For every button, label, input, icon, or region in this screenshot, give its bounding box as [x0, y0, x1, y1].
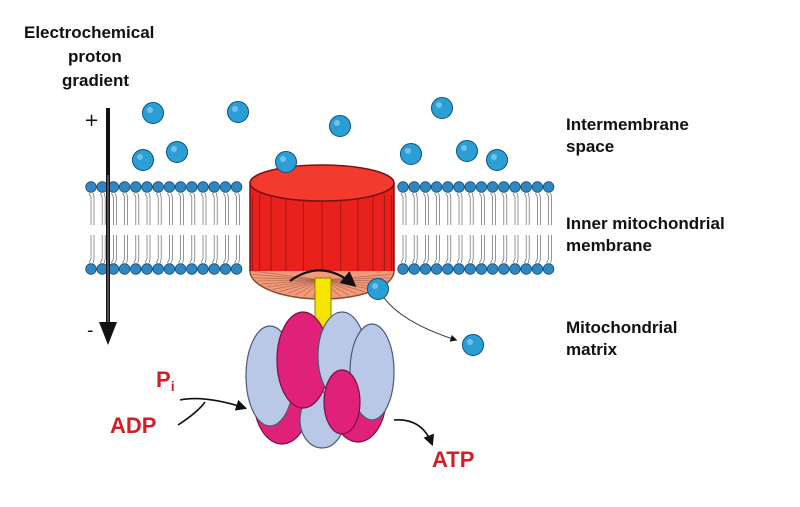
lipid-head	[486, 263, 499, 275]
lipid-head	[96, 181, 108, 193]
lipid-head	[531, 263, 544, 275]
proton-circle-icon	[275, 151, 297, 173]
lipid-head	[174, 181, 187, 193]
lipid-head	[197, 263, 209, 275]
gradient-label-line1: Electrochemical	[24, 23, 155, 42]
lipid-head	[453, 181, 465, 193]
lipid-head	[174, 263, 187, 275]
proton-circle-icon	[462, 334, 484, 356]
pi-arrow	[179, 397, 248, 411]
protons	[132, 97, 508, 356]
proton-exit-arrow	[381, 294, 458, 342]
proton-circle-icon	[227, 101, 249, 123]
matrix-label-line1: Mitochondrial	[566, 318, 678, 337]
lipid-head	[430, 263, 443, 275]
lipid-head	[408, 181, 420, 193]
lipid-head	[542, 181, 555, 193]
lipid-head	[464, 181, 476, 193]
lipid-head	[498, 181, 510, 193]
lipid-head	[208, 263, 220, 275]
lipid-head	[542, 263, 555, 275]
adp-label: ADP	[110, 413, 157, 438]
membrane-label-line1: Inner mitochondrial	[566, 214, 725, 233]
phosphate-main: P	[156, 367, 171, 392]
gradient-arrow-icon	[99, 108, 117, 345]
lipid-head	[509, 263, 521, 275]
lipid-head	[130, 181, 142, 193]
phosphate-label: Pi	[156, 368, 175, 398]
proton-circle-icon	[431, 97, 453, 119]
gradient-plus-sign: +	[84, 110, 100, 131]
proton-circle-icon	[132, 149, 154, 171]
lipid-head	[486, 181, 499, 193]
lipid-head	[186, 181, 198, 193]
lipid-head	[163, 181, 176, 193]
lipid-head	[208, 181, 220, 193]
lipid-heads	[85, 181, 555, 275]
proton-circle-icon	[456, 140, 478, 162]
lipid-head	[163, 263, 176, 275]
gradient-label-line2: proton	[68, 47, 122, 66]
proton-circle-icon	[329, 115, 351, 137]
intermembrane-label-line1: Intermembrane	[566, 115, 689, 134]
lipid-head	[419, 181, 432, 193]
lipid-head	[430, 181, 443, 193]
lipid-head	[442, 263, 454, 275]
lipid-head	[219, 263, 232, 275]
lipid-head	[152, 263, 164, 275]
lipid-head	[520, 263, 532, 275]
lipid-head	[130, 263, 142, 275]
lipid-head	[498, 263, 510, 275]
lipid-head	[408, 263, 420, 275]
membrane-label-line2: membrane	[566, 236, 652, 255]
lipid-head	[453, 263, 465, 275]
adp-arrow	[177, 401, 206, 426]
lipid-head	[230, 181, 243, 193]
lipid-head	[141, 263, 153, 275]
lipid-head	[442, 181, 454, 193]
lipid-head	[475, 181, 488, 193]
atp-arrow	[393, 419, 435, 447]
lipid-head	[419, 263, 432, 275]
lipid-head	[464, 263, 476, 275]
lipid-head	[197, 181, 209, 193]
lipid-head	[230, 263, 243, 275]
lipid-head	[509, 181, 521, 193]
intermembrane-label-line2: space	[566, 137, 615, 156]
proton-circle-icon	[142, 102, 164, 124]
matrix-label-line2: matrix	[566, 340, 618, 359]
phosphate-subscript: i	[170, 378, 175, 394]
lipid-head	[85, 181, 97, 193]
lipid-head	[219, 181, 232, 193]
gradient-label-line3: gradient	[62, 71, 130, 90]
lipid-head	[520, 181, 532, 193]
lipid-head	[85, 263, 97, 275]
lipid-head	[96, 263, 108, 275]
proton-circle-icon	[367, 278, 389, 300]
atp-synthase-rotor	[249, 164, 395, 300]
lipid-head	[152, 181, 164, 193]
atp-label: ATP	[432, 447, 475, 472]
proton-circle-icon	[486, 149, 508, 171]
lipid-head	[397, 263, 409, 275]
lipid-head	[186, 263, 198, 275]
proton-circle-icon	[400, 143, 422, 165]
lipid-head	[118, 181, 131, 193]
gradient-minus-sign: -	[87, 320, 94, 341]
lipid-head	[531, 181, 544, 193]
lipid-tails	[88, 192, 552, 264]
lipid-head	[141, 181, 153, 193]
lipid-head	[118, 263, 131, 275]
lipid-head	[397, 181, 409, 193]
lipid-head	[475, 263, 488, 275]
f1-catalytic-head	[245, 311, 395, 449]
proton-circle-icon	[166, 141, 188, 163]
